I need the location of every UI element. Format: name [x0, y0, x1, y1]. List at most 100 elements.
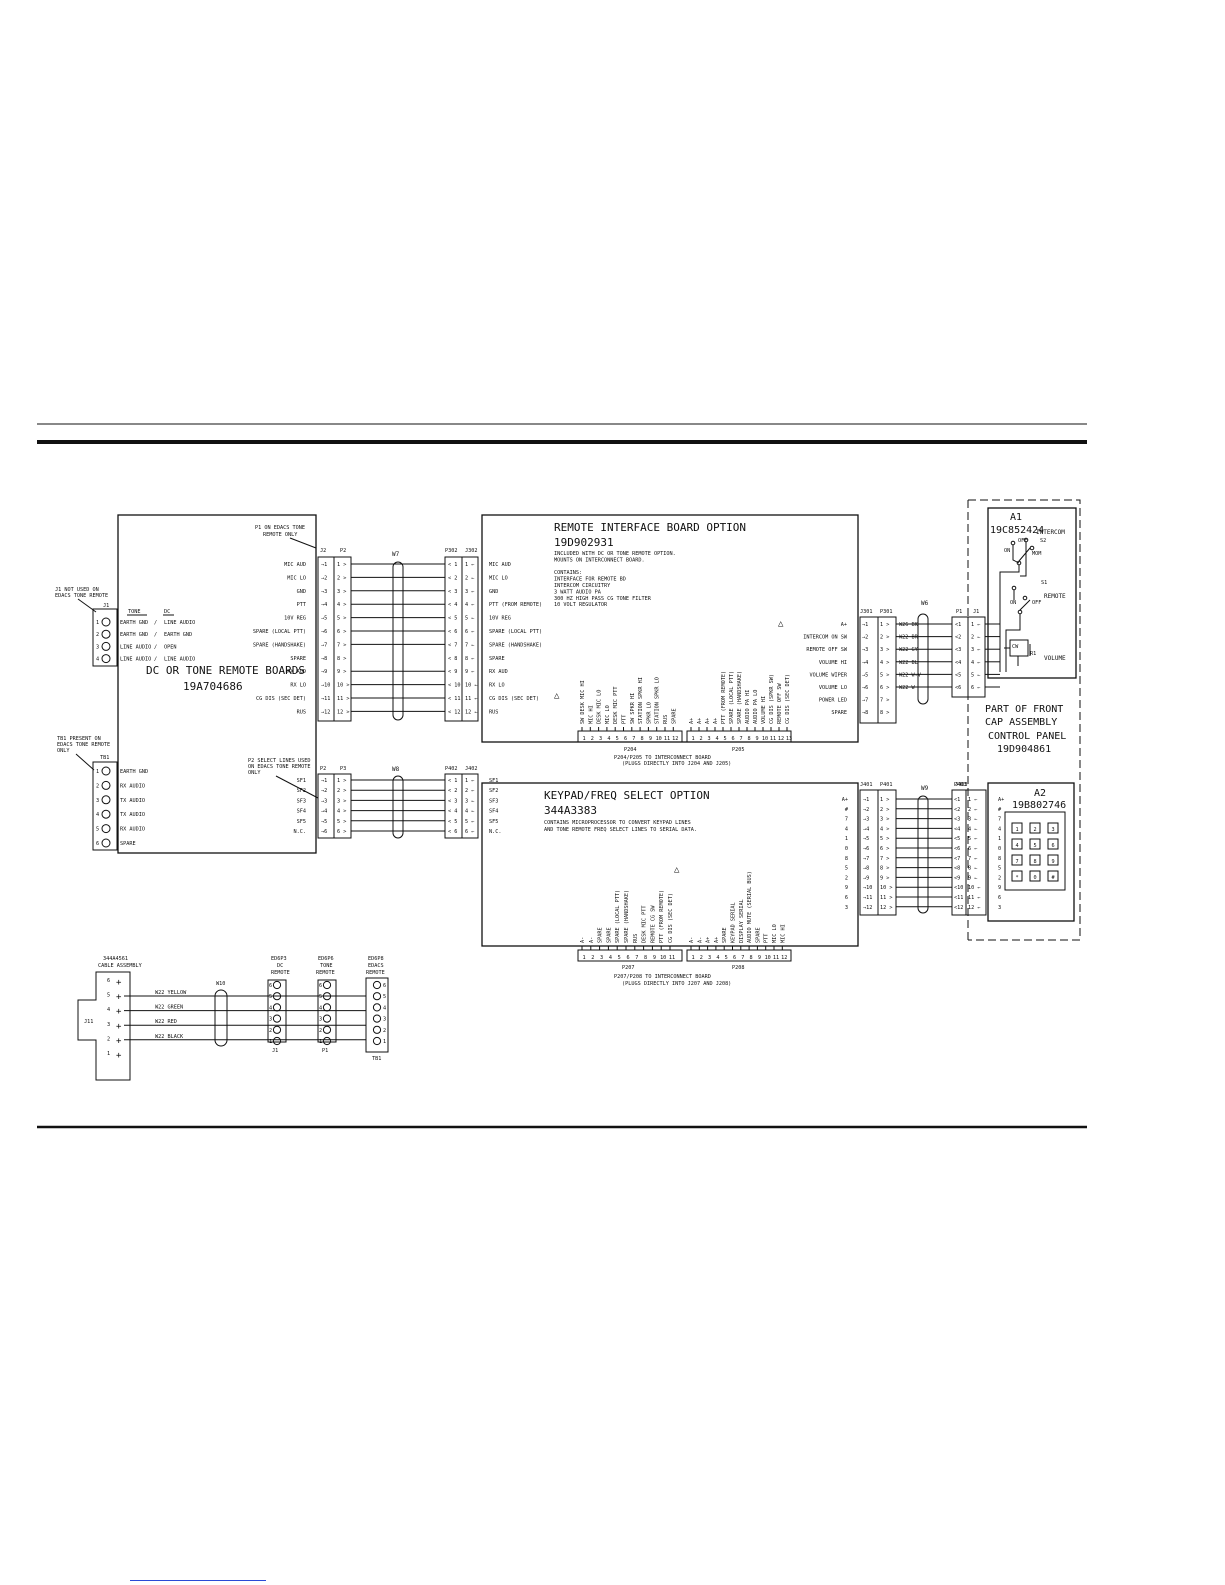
a2-pin-label: 4: [998, 826, 1001, 832]
j1-dc-label: LINE AUDIO: [164, 657, 195, 663]
header-pin-num: 1: [582, 955, 585, 961]
keypad-key-label: *: [1015, 875, 1018, 881]
header-pin-label: SPARE: [722, 927, 728, 943]
header-pin-num: 5: [725, 955, 728, 961]
kp-right-num: →10: [863, 885, 872, 891]
kp-right-label: 3: [845, 905, 848, 911]
a2-pin-label: A+: [998, 797, 1004, 803]
header-pin-num: 7: [739, 736, 742, 742]
j1-note: J1 NOT USED ON: [55, 587, 99, 593]
header-pin-label: CG DIS (SPKR SW): [769, 674, 775, 724]
connector-pin: [322, 1036, 332, 1046]
rib-pin-label: RX LO: [489, 683, 505, 689]
kp-pin-label: SF3: [489, 798, 498, 804]
header-pin-label: A-: [697, 937, 703, 943]
cable-pin-num: 3: [107, 1022, 110, 1028]
keypad-key-label: 2: [1033, 827, 1036, 833]
p204-note-2: (PLUGS DIRECTLY INTO J204 AND J205): [622, 761, 731, 767]
cable-pin-mark: +: [116, 1007, 122, 1017]
s2-on: ON: [1004, 548, 1010, 554]
remote-boards-block: DC OR TONE REMOTE BOARDS 19A704686 P1 ON…: [117, 514, 445, 854]
rib-right-label: A+: [841, 622, 847, 628]
header-pin-label: SW SPKR HI: [630, 693, 636, 724]
j403-num: 1 ←: [968, 797, 977, 803]
w7-label: W7: [392, 551, 400, 558]
rib-desc-line: INCLUDED WITH DC OR TONE REMOTE OPTION.: [554, 551, 676, 557]
kp-right-label: 9: [845, 885, 848, 891]
p403-num: <3: [954, 817, 960, 823]
remote-pin-num: →6: [321, 629, 327, 635]
p403-num: <1: [954, 797, 960, 803]
cp-pin-num: <2: [955, 635, 961, 641]
kp-right-num: →11: [863, 895, 872, 901]
rib-right-num: →3: [862, 647, 868, 653]
header-pin-label: REMOTE OFF SW: [777, 683, 783, 724]
header-pin-label: PTT: [764, 934, 770, 943]
connector-pin-num: 5: [269, 994, 272, 1000]
s1-off: OFF: [1032, 600, 1041, 606]
kp-pin-num: 2 ←: [465, 788, 474, 794]
header-pin-label: RUS: [663, 715, 669, 724]
header-pin-label: SPARE: [598, 927, 604, 943]
rib-right-num: →6: [862, 685, 868, 691]
cp-pin-num: 2 ←: [971, 635, 980, 641]
header-pin-num: 1: [582, 736, 585, 742]
j1-dc-label: EARTH GND: [164, 632, 192, 638]
c2-label: ED6P6: [318, 956, 334, 962]
rib-desc-line: CONTAINS:: [554, 570, 582, 576]
remote-pin-label: SF4: [297, 809, 306, 815]
rib-pin-num: < 4: [448, 602, 457, 608]
rib-right-label: INTERCOM ON SW: [803, 635, 848, 641]
separator: /: [154, 620, 157, 626]
remote-pin-num: →5: [321, 819, 327, 825]
header-pin-num: 4: [716, 955, 719, 961]
connector-pin-num: 5: [319, 994, 322, 1000]
j403-num: 8 ←: [968, 866, 977, 872]
header-pin-label: AUDIO PA LO: [753, 690, 759, 724]
header-pin-label: MIC HI: [780, 924, 786, 943]
header-pin-num: 2: [591, 955, 594, 961]
remote-pin-num: →2: [321, 788, 327, 794]
header-pin-num: 6: [733, 955, 736, 961]
a2-pin-label: 5: [998, 866, 1001, 872]
kp-right-num: →3: [863, 817, 869, 823]
p403-num: <4: [954, 826, 960, 832]
rib-pin-label: RX AUD: [489, 669, 508, 675]
c1-label: ED6P3: [271, 956, 287, 962]
connector-pin-num: 4: [269, 1005, 272, 1011]
header-pin-label: A-: [589, 937, 595, 943]
keypad-key: [1047, 870, 1059, 882]
keypad-key-label: 6: [1051, 843, 1054, 849]
rib-right-label: VOLUME HI: [819, 660, 847, 666]
cp-pin-num: 5 ←: [971, 672, 980, 678]
cable-pin-mark: +: [116, 1051, 122, 1061]
p401-label: P401: [880, 782, 893, 788]
connector-pin: [272, 1036, 282, 1046]
p403-num: <5: [954, 836, 960, 842]
cable-pin-num: 4: [107, 1007, 110, 1013]
rib-right-label: VOLUME WIPER: [810, 672, 848, 678]
remote-pin-num: 12 >: [337, 709, 350, 715]
j403-num: 7 ←: [968, 856, 977, 862]
r1-label: R1: [1030, 651, 1036, 657]
connector-pin-num: 1: [269, 1039, 272, 1045]
footer-link-underline[interactable]: [130, 1580, 266, 1581]
kp-pin-label: SF2: [489, 788, 498, 794]
remote-label: REMOTE: [1044, 593, 1066, 600]
header-pin-label: SPARE (LOCAL PTT): [729, 671, 735, 724]
rib-title: REMOTE INTERFACE BOARD OPTION: [554, 521, 746, 534]
rib-pin-num: < 1: [448, 562, 457, 568]
remote-pin-num: 3 >: [337, 589, 346, 595]
header-pin-label: MIC LO: [772, 924, 778, 943]
rib-pin-label: CG DIS (SEC DET): [489, 696, 539, 702]
tb1-terminal-block: TB1 PRESENT ON EDACS TONE REMOTE ONLY TB…: [57, 736, 148, 851]
j1-tone-label: LINE AUDIO: [120, 657, 151, 663]
rib-right-num: →7: [862, 698, 868, 704]
header-pin-num: 6: [624, 736, 627, 742]
header-pin-label: SPARE: [755, 927, 761, 943]
warn-triangle: △: [674, 865, 680, 875]
cable-pin-mark: +: [116, 978, 122, 988]
rib-pin-label: SPARE: [489, 656, 505, 662]
